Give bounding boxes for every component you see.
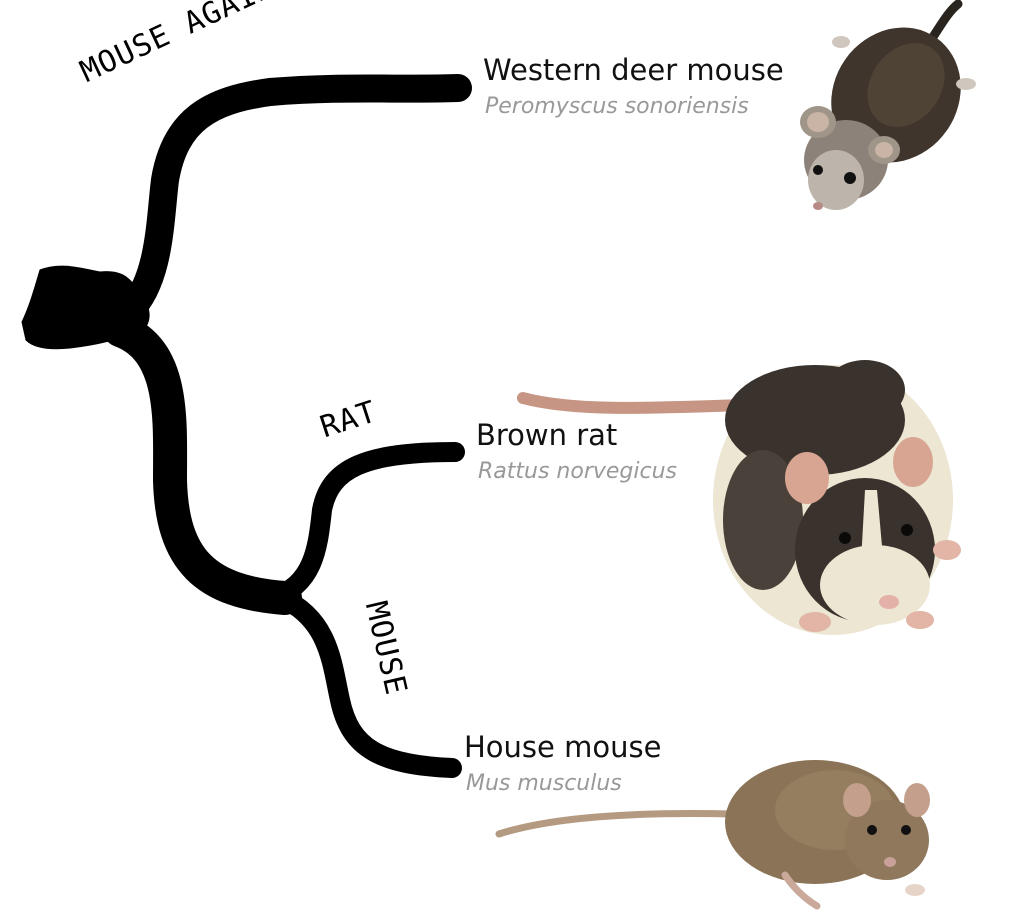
species-common-name-brown-rat: Brown rat	[476, 418, 618, 452]
species-scientific-name-brown-rat: Rattus norvegicus	[478, 459, 677, 484]
species-scientific-name-deer-mouse: Peromyscus sonoriensis	[485, 94, 749, 119]
tree-branch-house-mouse	[272, 588, 462, 778]
house-mouse-photo	[495, 760, 930, 910]
tree-branch-rat	[262, 442, 465, 608]
deer-mouse-photo	[800, 0, 976, 210]
species-scientific-name-house-mouse: Mus musculus	[466, 771, 622, 796]
tree-trunk-lower	[103, 313, 302, 615]
tree-branch-deer-mouse	[116, 74, 472, 324]
brown-rat-photo	[517, 360, 961, 635]
species-common-name-deer-mouse: Western deer mouse	[483, 53, 784, 87]
species-common-name-house-mouse: House mouse	[464, 730, 662, 764]
